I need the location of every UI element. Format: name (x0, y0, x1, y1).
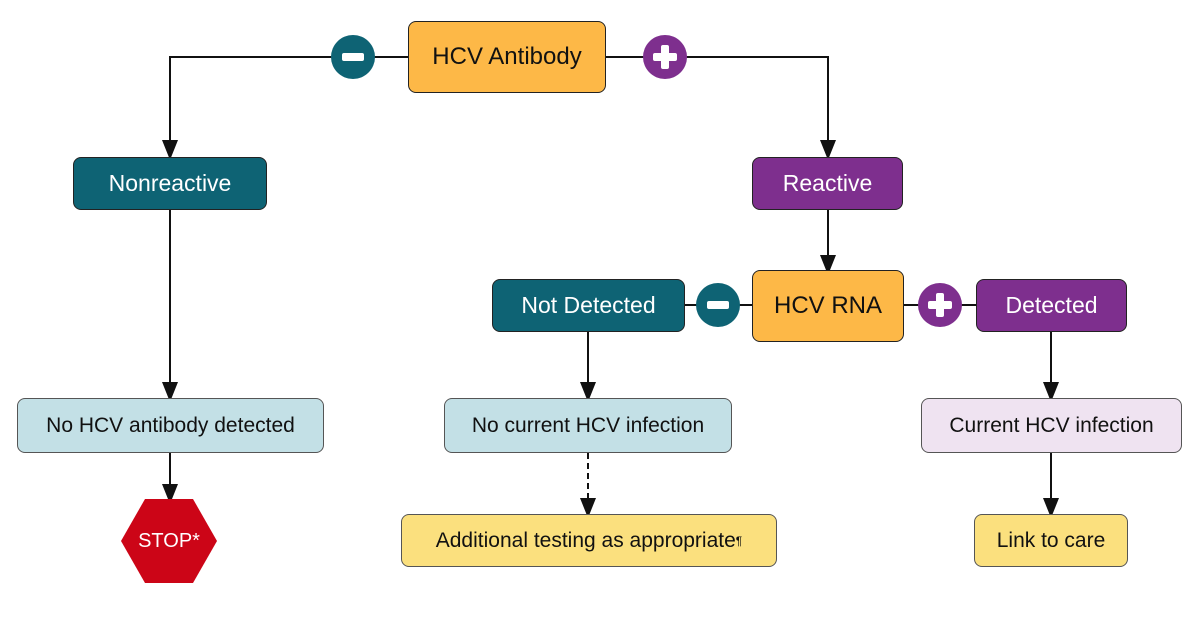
negative-badge-rna (696, 283, 740, 327)
positive-badge-antibody (643, 35, 687, 79)
nonreactive-node: Nonreactive (73, 157, 267, 210)
stop-label: STOP* (138, 529, 200, 552)
minus-icon (342, 53, 364, 61)
link-to-care-node: Link to care (974, 514, 1128, 567)
plus-icon (928, 293, 952, 317)
no-current-infection-node: No current HCV infection (444, 398, 732, 453)
edge-antibody-positive (606, 56, 836, 160)
minus-icon (707, 301, 729, 309)
current-infection-node: Current HCV infection (921, 398, 1182, 453)
additional-testing-node: Additional testing as appropriate¶ (401, 514, 777, 567)
stop-sign: STOP* (121, 499, 217, 583)
footnote-mark: ¶ (735, 533, 743, 548)
no-antibody-detected-node: No HCV antibody detected (17, 398, 324, 453)
negative-badge-antibody (331, 35, 375, 79)
not-detected-node: Not Detected (492, 279, 685, 332)
detected-node: Detected (976, 279, 1127, 332)
hcv-rna-node: HCV RNA (752, 270, 904, 342)
additional-testing-label: Additional testing as appropriate (435, 528, 736, 552)
hcv-antibody-node: HCV Antibody (408, 21, 606, 93)
reactive-node: Reactive (752, 157, 903, 210)
positive-badge-rna (918, 283, 962, 327)
plus-icon (653, 45, 677, 69)
edge-antibody-negative (162, 56, 408, 160)
